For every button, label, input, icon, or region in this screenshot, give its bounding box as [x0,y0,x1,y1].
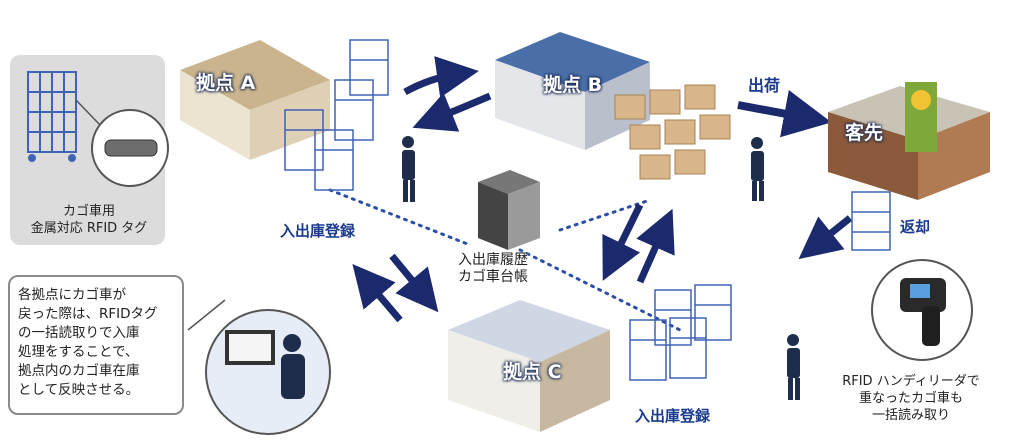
arrow-b-to-a [412,92,492,132]
arrow-a-to-c [389,253,439,313]
tag-label-line1: カゴ車用 [62,204,115,219]
returned-cart-icon [851,191,891,251]
shipping-label: 出荷 [748,76,781,95]
server-label-line2: カゴ車台帳 [458,269,528,285]
arrow-b-to-c [602,203,644,281]
server-label: 入出庫履歴 カゴ車台帳 [438,252,548,286]
return-label: 返却 [900,218,931,236]
carts-a-icon [284,39,389,191]
network-lines [328,188,682,332]
customer-store-icon [828,82,990,200]
tag-label-line2: 金属対応 RFID タグ [30,221,148,236]
arrow-c-to-a [352,263,403,323]
reader-label-line3: 一括読み取り [871,408,950,423]
office-worker-icon [225,330,305,399]
reader-label: RFID ハンディリーダで 重なったカゴ車も 一括読み取り [806,373,1016,424]
reader-label-line2: 重なったカゴ車も [858,391,963,406]
callout-line: 各拠点にカゴ車が [18,287,126,303]
server-label-line1: 入出庫履歴 [458,252,528,268]
warehouse-a-icon [180,40,330,160]
warehouse-c-icon [448,300,610,432]
arrow-return [798,215,853,260]
arrow-c-to-b [636,208,675,284]
server-icon [478,170,540,250]
carts-c-icon [629,284,732,381]
site-a-label: 拠点 A [196,72,256,94]
site-b-label: 拠点 B [543,74,603,96]
arrow-shipping [737,90,832,138]
office-scene-circle [205,309,331,435]
callout-line: の一括読取りで入庫 [18,325,140,341]
reader-label-line1: RFID ハンディリーダで [842,374,980,389]
worker-b-icon [751,137,764,201]
registration-label-top: 入出庫登録 [280,222,356,240]
registration-label-bottom: 入出庫登録 [635,407,711,425]
customer-label: 客先 [845,122,884,144]
worker-c-icon [787,334,800,400]
callout-line: として反映させる。 [18,382,140,398]
callout-line: 処理をすることで、 [18,344,139,360]
cart-with-tag-icon [27,71,77,162]
rfid-reader-icon [900,278,946,346]
callout-line: 拠点内のカゴ車在庫 [18,363,140,379]
callout-line: 戻った際は、RFIDタグ [18,306,158,322]
boxes-b-icon [614,84,731,180]
tag-label: カゴ車用 金属対応 RFID タグ [14,203,164,237]
rfid-tag-icon [104,139,158,157]
worker-a-icon [402,136,415,202]
site-c-label: 拠点 C [503,361,562,383]
arrow-a-to-b [403,56,479,98]
explanation-callout: 各拠点にカゴ車が 戻った際は、RFIDタグ の一括読取りで入庫 処理をすることで… [8,275,184,415]
